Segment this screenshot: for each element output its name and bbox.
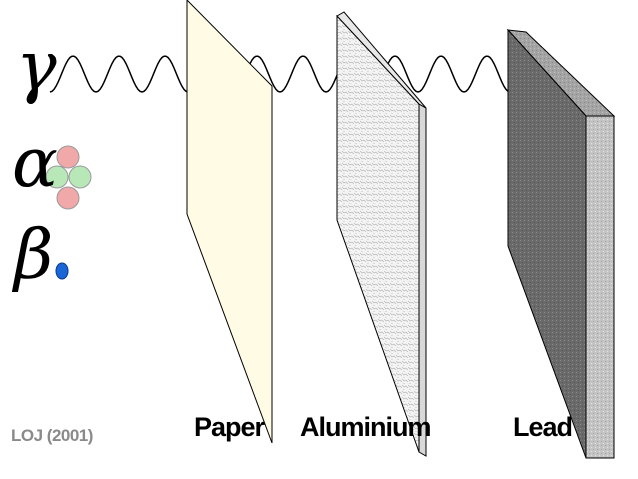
alpha-particle (45, 145, 92, 210)
paper-label: Paper (194, 412, 265, 442)
aluminium-label: Aluminium (300, 412, 431, 442)
beta-symbol: β (14, 216, 54, 295)
aluminium-sheet (336, 14, 420, 453)
lead-label: Lead (513, 412, 573, 442)
gamma-symbol: γ (16, 28, 57, 107)
lead-block-side (585, 115, 615, 459)
author-credit: LOJ (2001) (11, 426, 93, 445)
paper-sheet (186, 0, 273, 444)
aluminium-sheet-edge (418, 103, 427, 457)
alpha-symbol: α (12, 124, 58, 203)
gamma-ray-wave (49, 55, 531, 93)
aluminium-sheet-top (336, 11, 427, 109)
lead-block-front (507, 28, 587, 459)
beta-particle (55, 262, 69, 280)
